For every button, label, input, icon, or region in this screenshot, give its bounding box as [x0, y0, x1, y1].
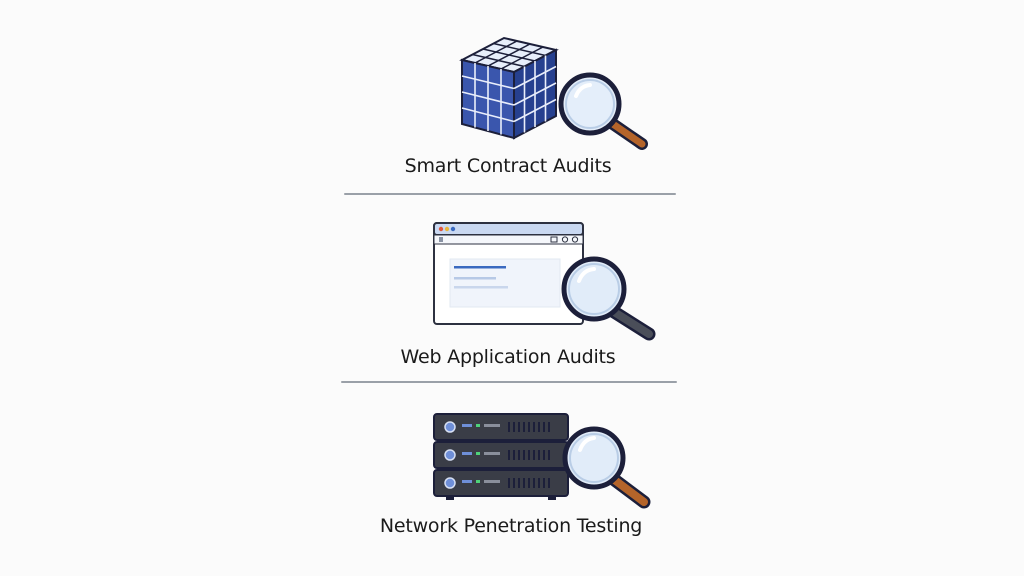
web-application-audit-illustration	[433, 222, 656, 341]
magnifier-icon	[558, 72, 648, 150]
section-divider	[344, 193, 676, 195]
server-rack-icon	[433, 413, 569, 500]
browser-window-icon	[433, 222, 584, 325]
blockchain-cube-icon	[459, 36, 559, 140]
section-divider	[341, 381, 677, 383]
service-label-web-application: Web Application Audits	[400, 346, 616, 368]
magnifier-icon	[562, 426, 651, 509]
magnifier-icon	[561, 256, 656, 341]
service-label-network-penetration: Network Penetration Testing	[379, 515, 643, 537]
smart-contract-audit-illustration	[459, 36, 648, 150]
network-penetration-illustration	[433, 413, 651, 509]
service-label-smart-contract: Smart Contract Audits	[404, 155, 612, 177]
